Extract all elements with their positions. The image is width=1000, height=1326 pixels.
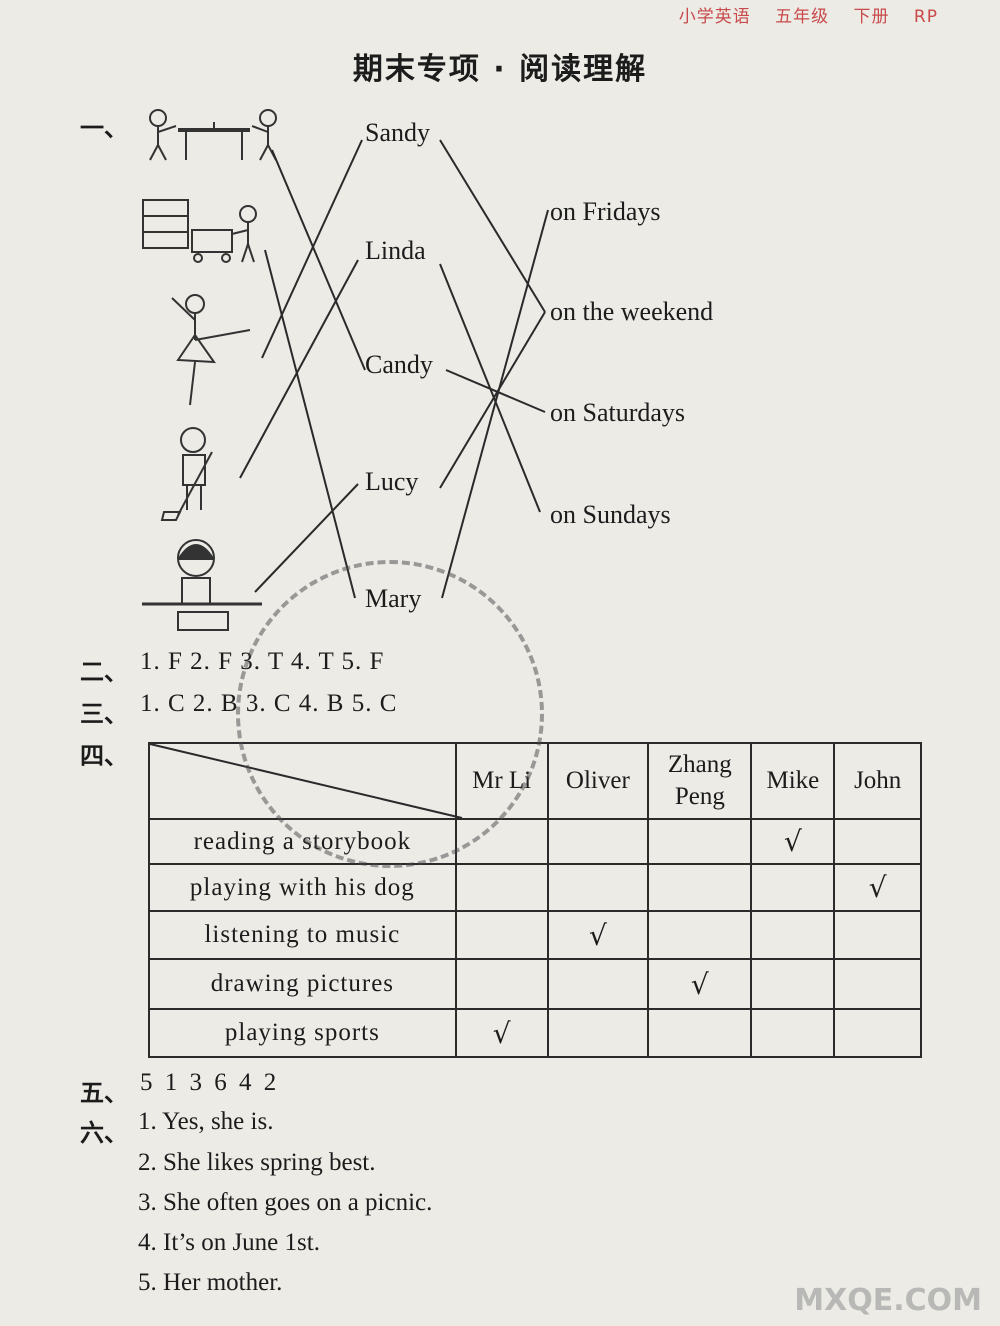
day-weekend: on the weekend <box>550 297 714 326</box>
col-header: Mike <box>750 742 836 820</box>
edition: RP <box>913 7 938 27</box>
check-cell <box>750 1008 836 1058</box>
section-label-6: 六、 <box>80 1119 128 1147</box>
check-cell <box>647 818 753 865</box>
check-cell: √ <box>546 910 650 960</box>
watermark: MXQE.COM <box>794 1283 982 1318</box>
name-lucy: Lucy <box>365 467 419 496</box>
check-cell <box>647 863 753 912</box>
check-cell <box>546 958 650 1010</box>
check-cell <box>647 910 753 960</box>
day-sundays: on Sundays <box>550 500 671 529</box>
cleaning-picture <box>160 427 213 521</box>
check-cell <box>833 1008 922 1058</box>
day-saturdays: on Saturdays <box>550 398 686 427</box>
table-row: drawing pictures √ <box>148 958 922 1010</box>
header-info: 小学英语 五年级 下册 RP <box>679 2 938 27</box>
check-cell <box>833 818 922 865</box>
name-candy: Candy <box>365 350 433 379</box>
check-cell <box>454 958 549 1010</box>
check-cell <box>546 863 650 912</box>
part6-answer-1: 1. Yes, she is. <box>138 1108 274 1135</box>
check-cell <box>647 1008 753 1058</box>
part6-answer-3: 3. She often goes on a picnic. <box>138 1189 433 1216</box>
table-row: playing sports √ <box>148 1008 922 1058</box>
grade: 五年级 <box>775 7 830 27</box>
section-label-5: 五、 <box>80 1079 128 1107</box>
check-cell <box>833 910 922 960</box>
page-title: 期末专项 · 阅读理解 <box>352 52 648 87</box>
check-cell <box>546 1008 650 1058</box>
subject: 小学英语 <box>678 7 751 27</box>
check-cell <box>750 958 836 1010</box>
check-cell <box>750 863 836 912</box>
shopping-picture <box>142 199 257 263</box>
volume: 下册 <box>853 7 890 27</box>
activity-cell: listening to music <box>148 910 457 960</box>
part5-answers: 5 1 3 6 4 2 <box>140 1069 278 1096</box>
matching-lines <box>239 139 549 599</box>
activity-cell: playing sports <box>148 1008 457 1058</box>
reading-picture <box>142 539 262 631</box>
section-label-4: 四、 <box>80 742 128 770</box>
table-row: listening to music √ <box>148 910 922 960</box>
col-header: Oliver <box>546 742 650 820</box>
activity-cell: drawing pictures <box>148 958 457 1010</box>
part6-answer-5: 5. Her mother. <box>138 1269 283 1296</box>
check-cell <box>454 910 549 960</box>
check-cell: √ <box>647 958 753 1010</box>
ballet-picture <box>171 294 251 406</box>
col-header: Zhang Peng <box>647 742 753 820</box>
col-header: John <box>833 742 922 820</box>
activity-cell: playing with his dog <box>148 863 457 912</box>
section-label-3: 三、 <box>80 700 128 728</box>
table-row: reading a storybook √ <box>148 818 922 865</box>
name-sandy: Sandy <box>365 118 430 147</box>
check-cell <box>750 910 836 960</box>
table-tennis-picture <box>149 109 277 161</box>
check-cell <box>833 958 922 1010</box>
section-label-1: 一、 <box>80 114 128 142</box>
part6-answer-4: 4. It’s on June 1st. <box>138 1229 320 1256</box>
check-cell: √ <box>750 818 836 865</box>
check-cell: √ <box>454 1008 549 1058</box>
name-linda: Linda <box>365 236 426 265</box>
col-header-text: Zhang Peng <box>667 750 732 811</box>
day-fridays: on Fridays <box>550 197 661 226</box>
check-cell <box>454 863 549 912</box>
school-stamp <box>236 560 544 868</box>
part6-answer-2: 2. She likes spring best. <box>138 1149 376 1176</box>
check-cell <box>546 818 650 865</box>
section-label-2: 二、 <box>80 658 128 686</box>
check-cell: √ <box>833 863 922 912</box>
table-row: playing with his dog √ <box>148 863 922 912</box>
